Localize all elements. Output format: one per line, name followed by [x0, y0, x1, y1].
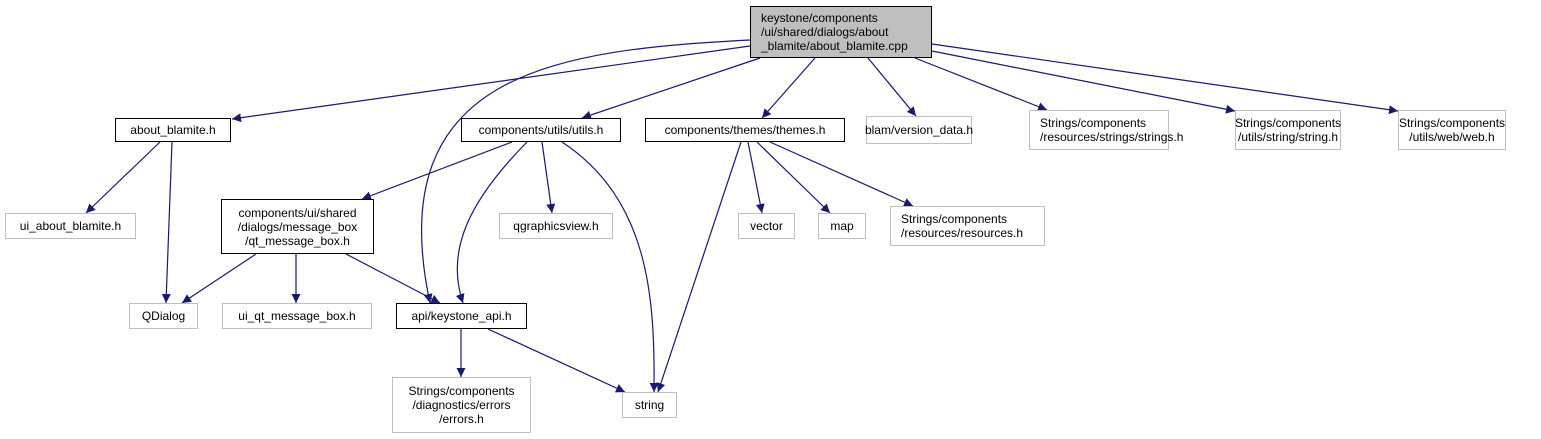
graph-node-themes-h[interactable]: components/themes/themes.h — [645, 118, 845, 142]
edge-root-to-utils-h — [581, 57, 761, 120]
edge-root-to-version-data-h — [867, 57, 917, 117]
edge-utils-h-to-qt-message-box-h — [361, 141, 513, 201]
edge-qt-message-box-h-to-keystone-api-h — [345, 253, 441, 304]
node-label-line: string — [634, 398, 665, 412]
edge-about-blamite-h-to-qdialog — [161, 141, 173, 304]
node-label-line: QDialog — [141, 309, 186, 323]
node-label-line: /utils/string/string.h — [1237, 130, 1339, 144]
edge-themes-h-to-vector — [747, 141, 765, 214]
node-label-line: ui_about_blamite.h — [19, 219, 122, 233]
node-label-line: /errors.h — [439, 412, 484, 426]
edge-utils-h-to-qgraphicsview-h — [541, 141, 556, 214]
node-label-line: Strings/components — [408, 384, 515, 398]
node-label-line: /utils/web/web.h — [1409, 130, 1495, 144]
node-label-line: /qt_message_box.h — [245, 233, 350, 248]
graph-node-utils-h[interactable]: components/utils/utils.h — [461, 118, 621, 142]
edge-themes-h-to-string — [656, 141, 742, 393]
graph-node-root: keystone/components/ui/shared/dialogs/ab… — [750, 6, 932, 58]
node-label-line: api/keystone_api.h — [411, 309, 512, 323]
graph-node-ui-about-blamite-h: ui_about_blamite.h — [5, 213, 136, 239]
edge-root-to-string-h — [931, 50, 1236, 114]
graph-node-string: string — [622, 392, 677, 418]
node-label-line: blam/version_data.h — [864, 123, 974, 137]
node-label-line: /resources/resources.h — [901, 226, 1024, 240]
node-label-line: map — [830, 219, 854, 233]
edge-utils-h-to-string — [561, 141, 659, 393]
edge-qt-message-box-h-to-qdialog — [181, 253, 257, 304]
edge-root-to-web-h — [931, 43, 1399, 115]
node-label-line: /dialogs/message_box — [237, 219, 358, 234]
node-label-line: Strings/components — [901, 212, 1008, 226]
edge-themes-h-to-resources-h — [769, 141, 914, 207]
graph-node-errors-h: Strings/components/diagnostics/errors/er… — [392, 377, 531, 433]
node-label-line: _blamite/about_blamite.cpp — [761, 39, 908, 53]
graph-node-version-data-h: blam/version_data.h — [864, 116, 974, 144]
edge-utils-h-to-keystone-api-h — [455, 141, 528, 304]
edge-about-blamite-h-to-ui-about-blamite-h — [85, 141, 161, 214]
node-label-line: /diagnostics/errors — [412, 398, 511, 412]
edge-root-to-themes-h — [761, 57, 816, 119]
node-label-line: /ui/shared/dialogs/about — [761, 25, 889, 39]
graph-node-qgraphicsview-h: qgraphicsview.h — [499, 213, 613, 239]
graph-node-vector: vector — [738, 213, 795, 239]
edge-keystone-api-h-to-string — [487, 328, 626, 393]
node-label-line: about_blamite.h — [130, 123, 216, 137]
node-label-line: ui_qt_message_box.h — [238, 309, 356, 323]
graph-node-qdialog: QDialog — [129, 303, 198, 329]
graph-node-about-blamite-h[interactable]: about_blamite.h — [115, 118, 231, 142]
node-label-line: /resources/strings/strings.h — [1040, 130, 1184, 144]
graph-node-resources-h: Strings/components/resources/resources.h — [890, 206, 1045, 246]
node-label-line: vector — [750, 219, 783, 233]
node-label-line: components/ui/shared — [238, 205, 357, 220]
graph-node-qt-message-box-h[interactable]: components/ui/shared/dialogs/message_box… — [221, 199, 374, 254]
node-label-line: Strings/components — [1040, 116, 1147, 130]
node-label-line: Strings/components — [1398, 116, 1506, 130]
edge-root-to-about-blamite-h — [231, 45, 751, 123]
graph-node-strings-h: Strings/components/resources/strings/str… — [1029, 110, 1183, 150]
graph-node-ui-qt-message-box-h: ui_qt_message_box.h — [222, 303, 372, 329]
graph-node-map: map — [818, 213, 866, 239]
edge-themes-h-to-map — [756, 141, 831, 214]
graph-node-string-h: Strings/components/utils/string/string.h — [1235, 110, 1341, 150]
graph-node-keystone-api-h[interactable]: api/keystone_api.h — [396, 303, 527, 329]
node-label-line: components/utils/utils.h — [478, 123, 604, 137]
node-label-line: keystone/components — [761, 11, 878, 25]
edge-root-to-strings-h — [914, 57, 1048, 111]
node-label-line: Strings/components — [1234, 116, 1342, 130]
node-label-line: components/themes/themes.h — [664, 123, 826, 137]
edge-root-to-keystone-api-h — [420, 39, 751, 304]
node-label-line: qgraphicsview.h — [513, 219, 599, 233]
graph-node-web-h: Strings/components/utils/web/web.h — [1398, 110, 1506, 150]
